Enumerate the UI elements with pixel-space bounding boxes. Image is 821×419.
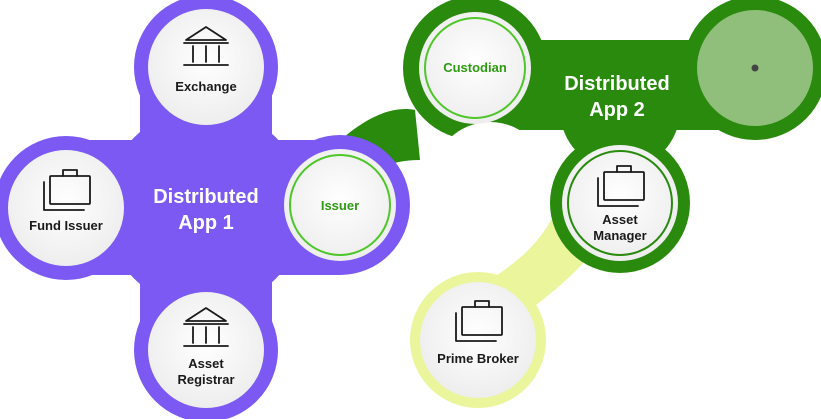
app1-title: Distributed App 1 — [153, 186, 259, 234]
asset-registrar-label-line2: Registrar — [177, 372, 234, 387]
exchange-node[interactable]: Exchange — [148, 9, 264, 125]
asset-manager-label-line2: Manager — [593, 228, 646, 243]
asset-manager-node[interactable]: Asset Manager — [562, 145, 678, 261]
app2-title: Distributed App 2 — [564, 73, 670, 121]
asset-registrar-node[interactable]: Asset Registrar — [148, 292, 264, 408]
app2-title-line1: Distributed — [564, 73, 670, 95]
bank-icon — [183, 26, 229, 66]
exchange-label: Exchange — [175, 79, 236, 94]
custodian-node[interactable]: Custodian — [419, 12, 531, 124]
fund-issuer-node[interactable]: Fund Issuer — [8, 150, 124, 266]
dot-icon — [751, 64, 759, 72]
briefcase-stack-icon — [597, 165, 645, 207]
issuer-label: Issuer — [321, 198, 359, 213]
briefcase-stack-icon — [455, 300, 503, 342]
briefcase-stack-icon — [43, 169, 91, 211]
custodian-label: Custodian — [443, 60, 507, 75]
app2-title-line2: App 2 — [589, 99, 645, 121]
prime-broker-node[interactable]: Prime Broker — [420, 282, 536, 398]
issuer-node[interactable]: Issuer — [284, 149, 396, 261]
bank-icon — [183, 307, 229, 347]
prime-broker-label: Prime Broker — [437, 351, 519, 366]
asset-manager-label-line1: Asset — [602, 212, 638, 227]
fund-issuer-label: Fund Issuer — [29, 218, 103, 233]
asset-registrar-label-line1: Asset — [188, 356, 224, 371]
app1-title-line1: Distributed — [153, 186, 259, 208]
app1-title-line2: App 1 — [178, 212, 234, 234]
empty-node-placeholder[interactable] — [697, 10, 813, 126]
